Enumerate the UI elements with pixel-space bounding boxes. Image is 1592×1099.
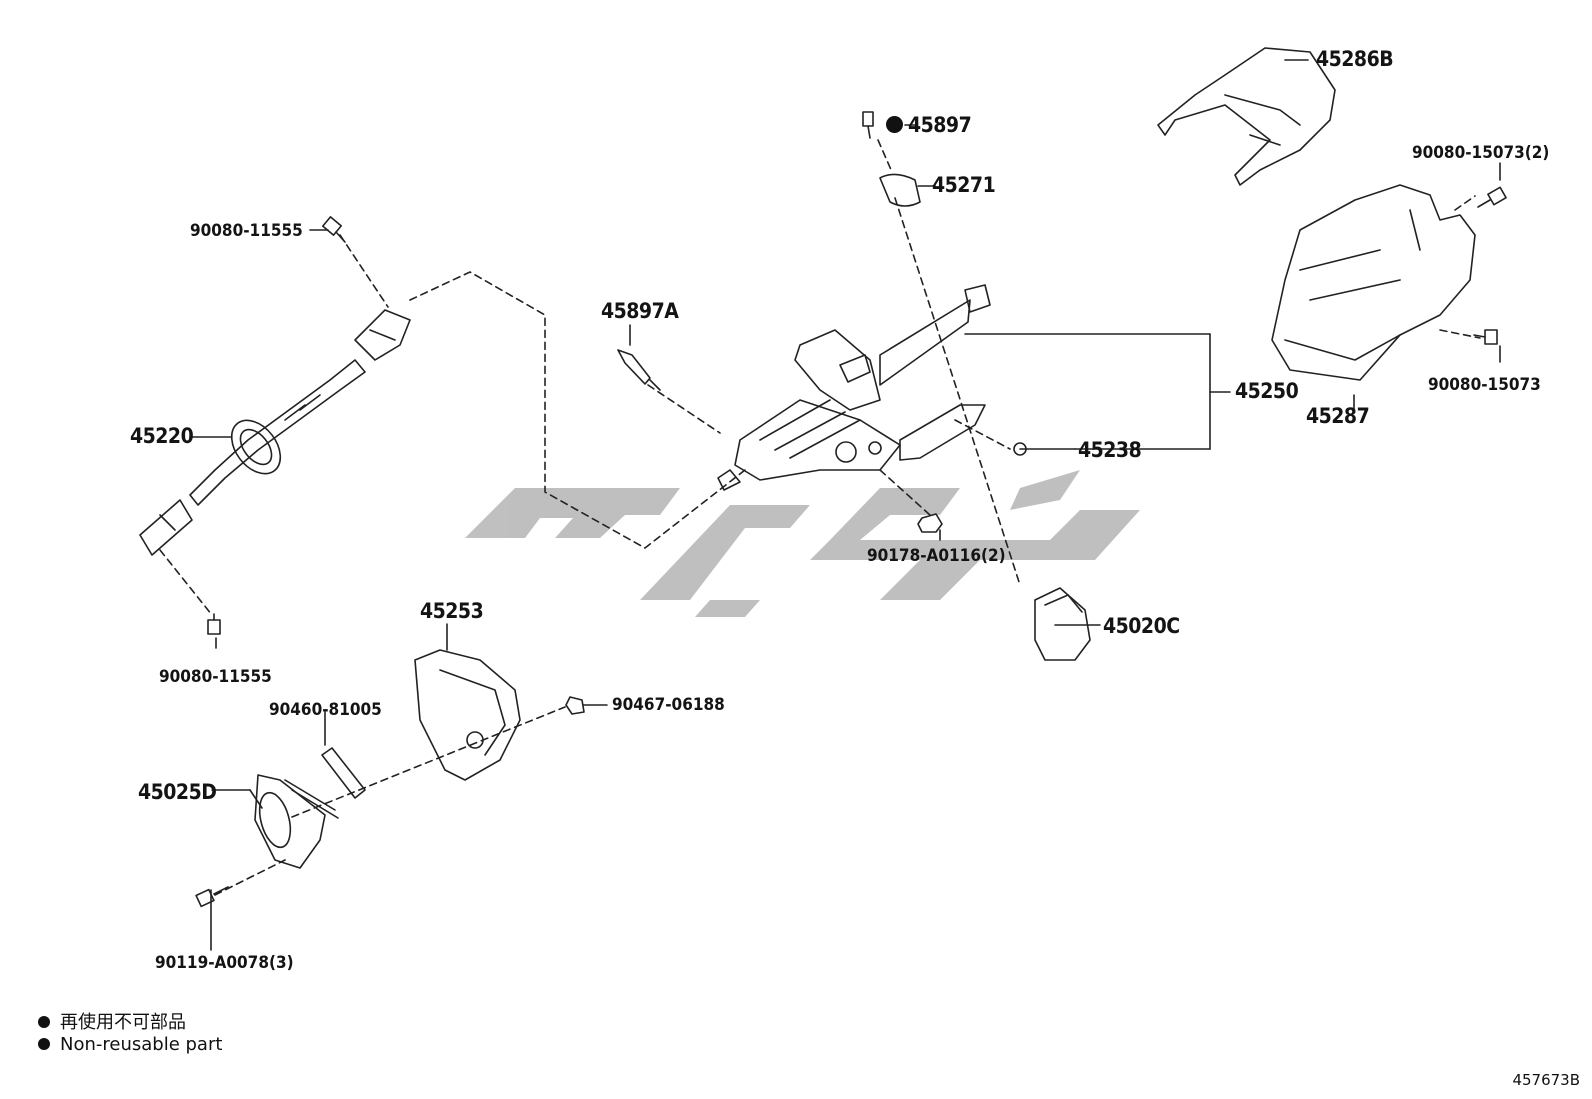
label-45025D: 45025D: [138, 780, 217, 804]
boot-45025D: [254, 774, 339, 869]
legend-text-japanese: 再使用不可部品: [60, 1012, 186, 1033]
bolt-90080-15073: [1473, 329, 1498, 345]
label-45271: 45271: [932, 173, 996, 197]
seal-90460-81005: [321, 747, 366, 799]
label-90467-06188: 90467-06188: [612, 695, 725, 715]
bolt-90080-15073-2: [1477, 186, 1507, 208]
bracket-45253: [414, 649, 521, 781]
non-reusable-bullet-icon: [38, 1016, 50, 1028]
watermark-logo: [465, 470, 1140, 617]
label-90460-81005: 90460-81005: [269, 700, 382, 720]
bolt-45897: [862, 111, 874, 139]
dashed-lines: [159, 139, 1481, 896]
label-90080-15073: 90080-15073: [1428, 375, 1541, 395]
label-45253: 45253: [420, 599, 484, 623]
label-45020C: 45020C: [1103, 614, 1180, 638]
bolt-45897A: [617, 349, 661, 391]
label-90119-A0078: 90119-A0078(3): [155, 953, 294, 973]
upper-cover-45286B: [1157, 47, 1336, 186]
intermediate-shaft-45220: [139, 309, 411, 556]
bolt-90080-11555-bottom: [207, 613, 221, 635]
nut-45238: [1013, 442, 1027, 456]
legend-line-english: Non-reusable part: [38, 1034, 222, 1055]
nut-90178: [917, 513, 943, 533]
leader-lines: [189, 59, 1501, 951]
label-45287: 45287: [1306, 404, 1370, 428]
label-90080-15073-2: 90080-15073(2): [1412, 143, 1550, 163]
label-45897: 45897: [908, 113, 972, 137]
label-45238: 45238: [1078, 438, 1142, 462]
label-45250: 45250: [1235, 379, 1299, 403]
non-reusable-marker-icon: [886, 116, 903, 133]
diagram-code: 457673B: [1512, 1071, 1580, 1089]
label-45286B: 45286B: [1316, 47, 1394, 71]
label-90178-A0116: 90178-A0116(2): [867, 546, 1006, 566]
steering-column-45250: [717, 284, 991, 491]
legend-text-english: Non-reusable part: [60, 1034, 223, 1055]
label-90080-11555-top: 90080-11555: [190, 221, 303, 241]
label-90080-11555-bottom: 90080-11555: [159, 667, 272, 687]
clip-90467-06188: [565, 696, 585, 715]
bolt-90119-A0078: [195, 886, 229, 908]
label-45897A: 45897A: [601, 299, 679, 323]
bolt-90080-11555-top: [321, 216, 346, 243]
lower-cover-45287: [1271, 184, 1476, 381]
switch-45020C: [1034, 587, 1091, 661]
legend-line-japanese: 再使用不可部品: [38, 1008, 186, 1034]
label-45220: 45220: [130, 424, 194, 448]
clip-45271: [879, 173, 921, 207]
non-reusable-bullet-icon: [38, 1038, 50, 1050]
